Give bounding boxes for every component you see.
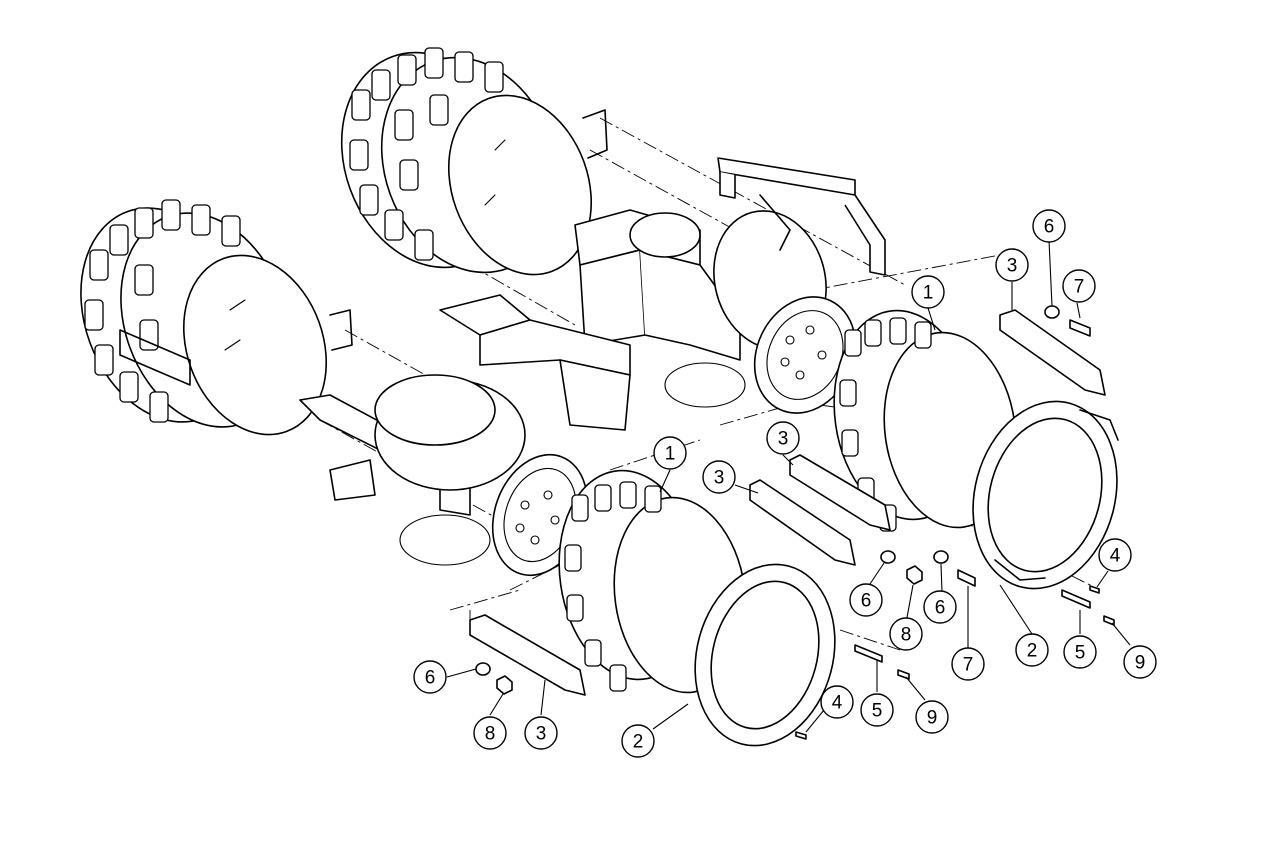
callout-number: 5 bbox=[872, 701, 883, 722]
nut-8a bbox=[906, 565, 923, 585]
screw-4a bbox=[795, 731, 807, 740]
callout-c3c: 3 bbox=[702, 460, 736, 494]
callout-circle bbox=[524, 716, 558, 750]
rear-track-top bbox=[340, 47, 608, 276]
callout-number: 3 bbox=[1007, 256, 1018, 277]
callout-circle bbox=[1015, 633, 1049, 667]
fasteners bbox=[475, 305, 1115, 740]
callout-circle bbox=[951, 647, 985, 681]
washer-6a bbox=[1044, 305, 1060, 319]
callout-number: 6 bbox=[861, 591, 872, 612]
callout-circle bbox=[915, 700, 949, 734]
screw-9a bbox=[897, 669, 910, 680]
callout-circle bbox=[1098, 538, 1132, 572]
callout-c3a: 3 bbox=[995, 248, 1029, 282]
screw-4b bbox=[1089, 585, 1100, 594]
callout-c3d: 3 bbox=[524, 716, 558, 750]
callout-circle bbox=[1032, 209, 1066, 243]
bolt-7b bbox=[957, 569, 976, 587]
callout-circle bbox=[1123, 645, 1157, 679]
callout-circle bbox=[413, 660, 447, 694]
callout-number: 3 bbox=[714, 468, 725, 489]
callout-c4a: 4 bbox=[1098, 538, 1132, 572]
callout-circle bbox=[820, 685, 854, 719]
callout-c1a: 1 bbox=[911, 275, 945, 309]
washer-6c bbox=[933, 550, 949, 564]
callout-c1b: 1 bbox=[653, 436, 687, 470]
callout-c6a: 6 bbox=[1032, 209, 1066, 243]
callout-circle bbox=[653, 436, 687, 470]
callout-circle bbox=[766, 421, 800, 455]
callout-circle bbox=[1062, 269, 1096, 303]
guard-ring-lower bbox=[694, 563, 836, 747]
callout-circle bbox=[923, 590, 957, 624]
callout-number: 4 bbox=[1110, 546, 1121, 567]
callout-number: 1 bbox=[665, 444, 676, 465]
callout-c7a: 7 bbox=[1062, 269, 1096, 303]
callout-c8b: 8 bbox=[473, 716, 507, 750]
callout-number: 7 bbox=[1074, 277, 1085, 298]
callout-c2a: 2 bbox=[1015, 633, 1049, 667]
sprocket-wheel-lower bbox=[558, 469, 747, 694]
callout-number: 6 bbox=[425, 668, 436, 689]
callout-number: 1 bbox=[923, 283, 934, 304]
callout-circle bbox=[911, 275, 945, 309]
callout-number: 5 bbox=[1075, 643, 1086, 664]
callout-number: 9 bbox=[927, 708, 938, 729]
callout-number: 6 bbox=[935, 598, 946, 619]
callout-c5b: 5 bbox=[860, 693, 894, 727]
callout-number: 8 bbox=[485, 724, 496, 745]
bolt-5a bbox=[854, 644, 883, 663]
callout-circle bbox=[621, 724, 655, 758]
callout-c5a: 5 bbox=[1063, 635, 1097, 669]
callout-c6c: 6 bbox=[923, 590, 957, 624]
callout-labels: 1 1 2 2 3 3 3 3 4 4 5 5 6 6 6 6 7 7 8 8 9 9 bbox=[413, 209, 1157, 758]
callout-circle bbox=[889, 617, 923, 651]
callout-c6b: 6 bbox=[849, 583, 883, 617]
leader-lines bbox=[446, 239, 1131, 733]
washer-6d bbox=[475, 662, 491, 676]
callout-circle bbox=[849, 583, 883, 617]
callout-number: 8 bbox=[901, 625, 912, 646]
callout-number: 7 bbox=[963, 655, 974, 676]
scraper-brackets bbox=[469, 309, 1106, 696]
front-track-left bbox=[80, 199, 353, 436]
callout-circle bbox=[1063, 635, 1097, 669]
callout-number: 3 bbox=[536, 724, 547, 745]
callout-c2b: 2 bbox=[621, 724, 655, 758]
callout-circle bbox=[473, 716, 507, 750]
guard-ring-upper bbox=[972, 400, 1119, 590]
callout-number: 3 bbox=[778, 429, 789, 450]
callout-c9b: 9 bbox=[915, 700, 949, 734]
callout-number: 2 bbox=[1027, 641, 1038, 662]
bolt-5b bbox=[1061, 589, 1091, 609]
callout-circle bbox=[702, 460, 736, 494]
callout-c7b: 7 bbox=[951, 647, 985, 681]
callout-c4b: 4 bbox=[820, 685, 854, 719]
callout-circle bbox=[860, 693, 894, 727]
callout-number: 9 bbox=[1135, 653, 1146, 674]
callout-c6d: 6 bbox=[413, 660, 447, 694]
callout-c3b: 3 bbox=[766, 421, 800, 455]
rear-axle-assembly bbox=[574, 157, 886, 414]
callout-number: 6 bbox=[1044, 217, 1055, 238]
callout-number: 2 bbox=[633, 732, 644, 753]
callout-circle bbox=[995, 248, 1029, 282]
callout-c8a: 8 bbox=[889, 617, 923, 651]
bolt-7a bbox=[1069, 319, 1091, 337]
washer-6b bbox=[880, 550, 896, 564]
callout-c9a: 9 bbox=[1123, 645, 1157, 679]
callout-number: 4 bbox=[832, 693, 843, 714]
nut-8b bbox=[496, 675, 513, 695]
